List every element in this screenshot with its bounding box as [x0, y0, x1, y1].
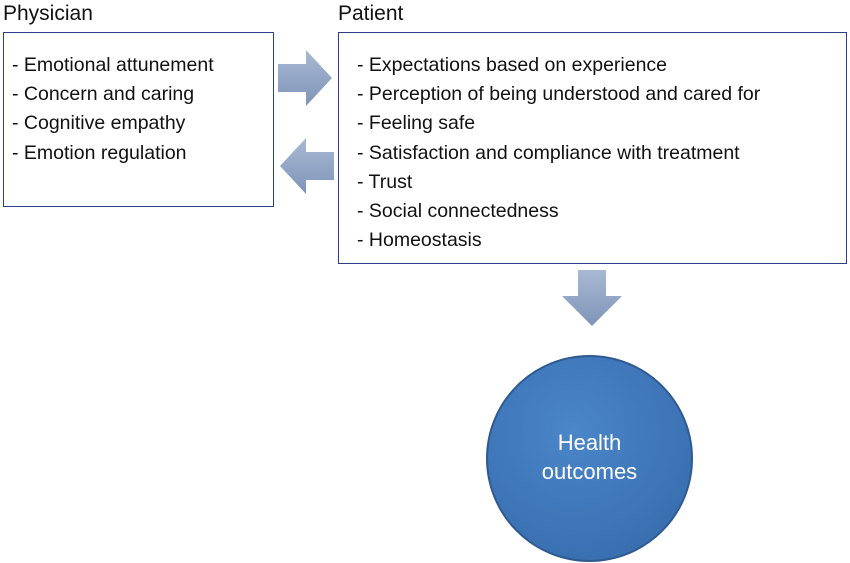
patient-item: - Trust	[357, 170, 413, 193]
arrow-down-icon	[562, 270, 622, 326]
patient-item: - Perception of being understood and car…	[357, 83, 761, 106]
physician-item: - Emotional attunement	[12, 54, 214, 76]
patient-item: - Feeling safe	[357, 112, 476, 135]
patient-item: - Social connectedness	[357, 200, 559, 223]
patient-item: - Satisfaction and compliance with treat…	[357, 141, 740, 164]
patient-heading: Patient	[338, 2, 404, 25]
health-outcomes-label: Health outcomes	[541, 429, 638, 484]
physician-heading: Physician	[3, 2, 93, 25]
physician-list: - Emotional attunement - Concern and car…	[12, 51, 273, 168]
patient-list: - Expectations based on experience - Per…	[357, 51, 846, 255]
physician-item: - Cognitive empathy	[12, 112, 186, 135]
health-outcomes-circle: Health outcomes	[486, 355, 693, 562]
patient-box: - Expectations based on experience - Per…	[338, 32, 847, 264]
patient-item: - Expectations based on experience	[357, 54, 668, 76]
arrow-right-icon	[278, 50, 332, 106]
patient-item: - Homeostasis	[357, 229, 482, 252]
physician-box: - Emotional attunement - Concern and car…	[3, 32, 274, 207]
physician-item: - Concern and caring	[12, 83, 195, 106]
physician-item: - Emotion regulation	[12, 141, 187, 164]
arrow-left-icon	[280, 138, 334, 194]
